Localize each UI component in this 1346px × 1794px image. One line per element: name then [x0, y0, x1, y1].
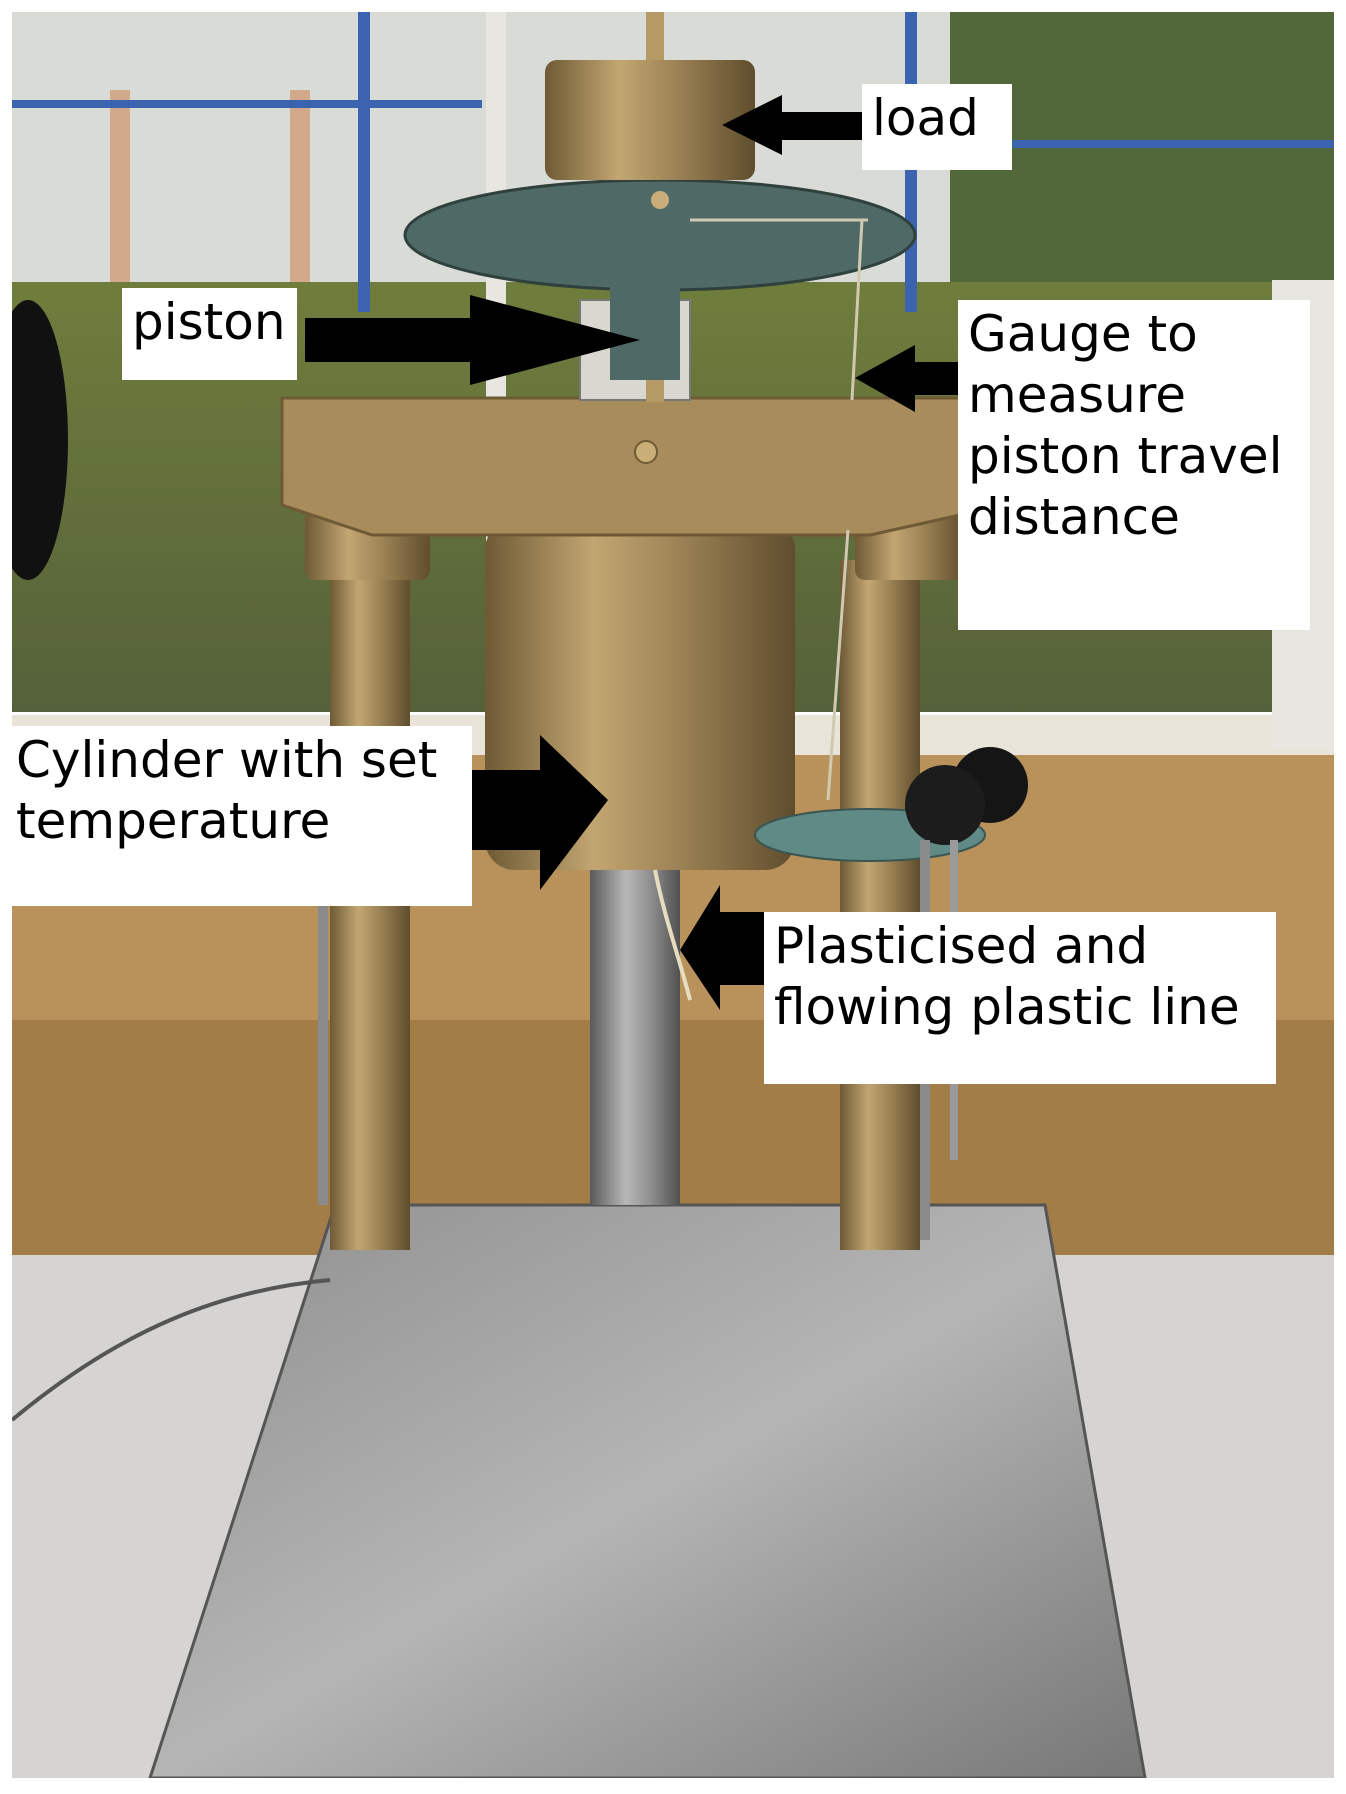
- label-load: load: [862, 84, 1012, 170]
- background-wall-stripe: [110, 90, 130, 290]
- window-frame-blue: [358, 12, 370, 312]
- load-plate-hub: [610, 250, 680, 380]
- load-pin: [651, 191, 669, 209]
- black-knob: [905, 765, 985, 845]
- label-plastic-line: Plasticised and flowing plastic line: [764, 912, 1276, 1084]
- background-trees: [950, 12, 1334, 292]
- accessory-rod: [318, 905, 328, 1205]
- arrow-plastic: [680, 885, 764, 1010]
- gauge-wire: [826, 529, 850, 801]
- right-column: [840, 560, 920, 1250]
- load-weight: [545, 60, 755, 180]
- window-frame-blue: [1010, 140, 1334, 148]
- arrow-load: [722, 95, 862, 155]
- arrow-cylinder: [472, 735, 608, 890]
- top-block: [280, 396, 962, 537]
- top-block-screw: [634, 440, 658, 464]
- label-cylinder: Cylinder with set temperature: [6, 726, 472, 906]
- plastic-strand: [653, 869, 692, 1001]
- label-piston: piston: [122, 288, 297, 380]
- gauge-wire: [850, 219, 864, 401]
- label-gauge: Gauge to measure piston travel distance: [958, 300, 1310, 630]
- background-wall-stripe: [290, 90, 310, 290]
- dark-object-left: [0, 300, 68, 580]
- window-frame-blue: [12, 100, 482, 108]
- arrow-gauge: [855, 345, 958, 412]
- power-cable: [10, 1278, 331, 1422]
- arrow-piston: [305, 295, 640, 385]
